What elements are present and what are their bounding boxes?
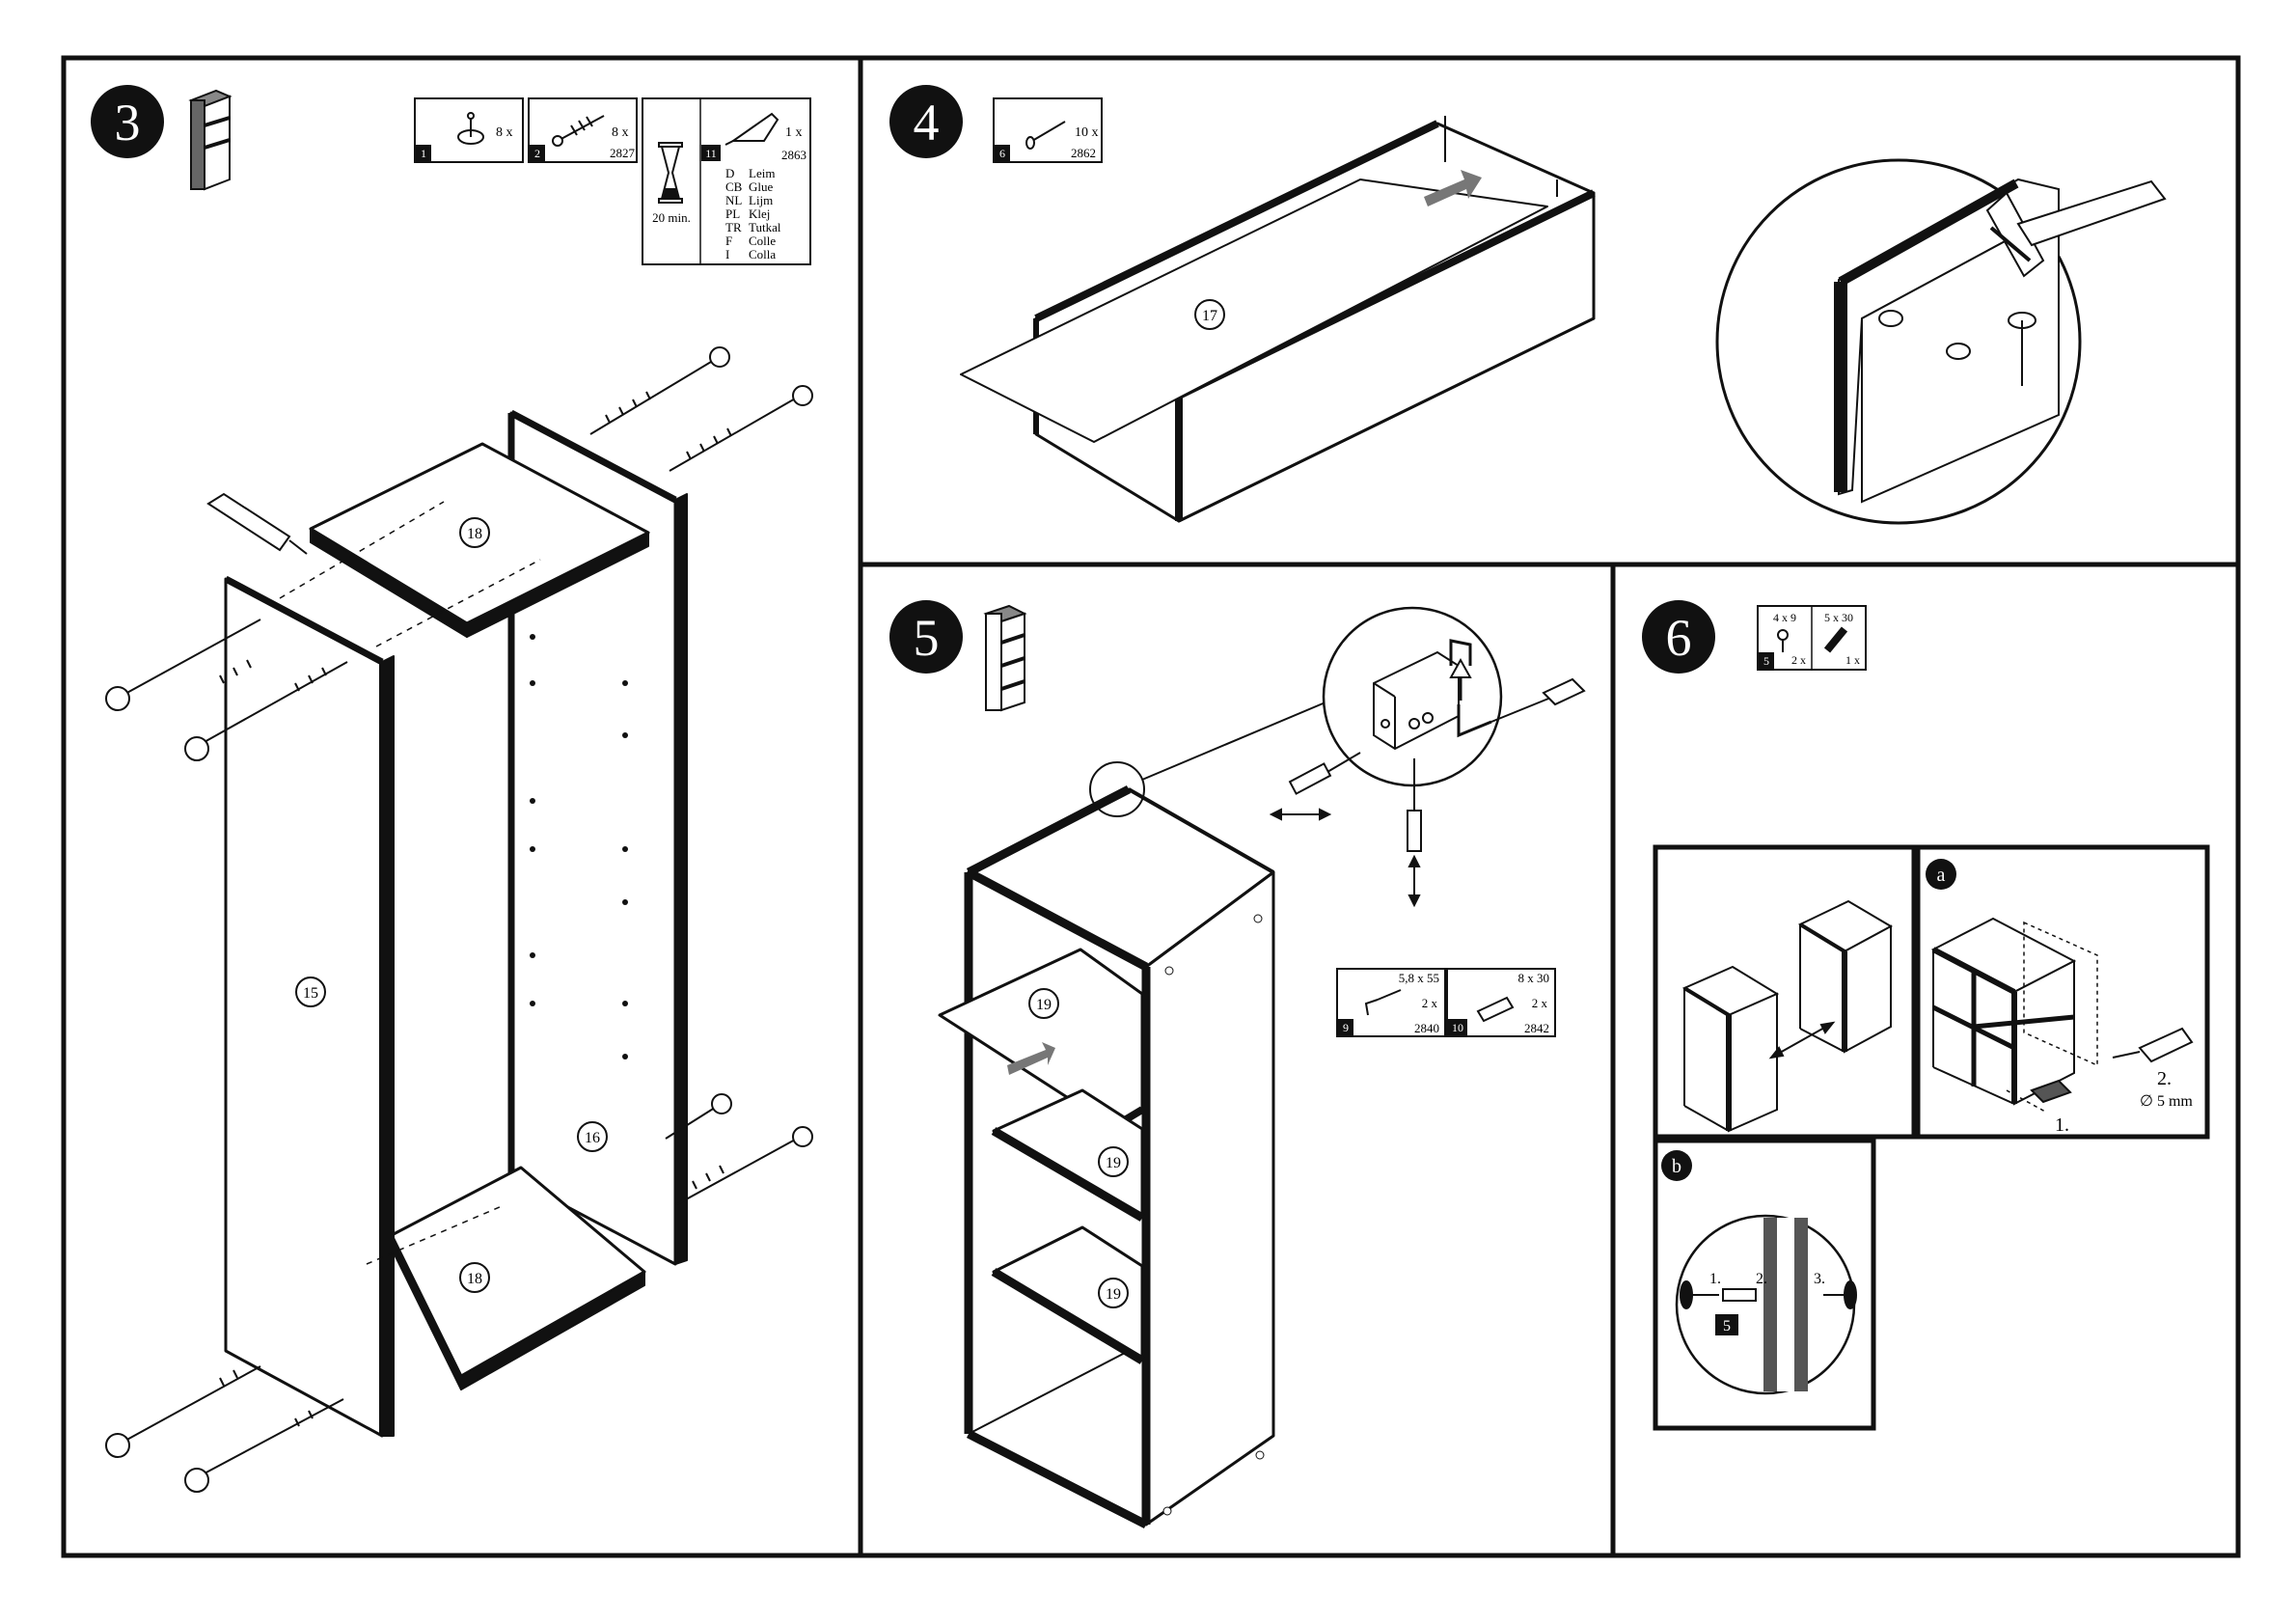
hanger-detail-circle <box>1324 608 1584 785</box>
nail-detail-circle <box>1717 160 2165 523</box>
part-qty: 8 x <box>496 125 513 140</box>
cam-bolt-icon <box>185 1399 343 1492</box>
wall-plug-icon <box>1544 679 1584 704</box>
detail-b-step1: 1. <box>1709 1271 1721 1287</box>
glue-tube-icon <box>208 494 307 554</box>
detail-a-drill-size: ∅ 5 mm <box>2140 1093 2193 1110</box>
shelf-icon <box>191 91 230 189</box>
part-code: 2840 <box>1414 1021 1439 1035</box>
part-size: 8 x 30 <box>1518 971 1550 985</box>
step-5-panel: 5 <box>889 600 1584 1525</box>
part-number-top: 18 <box>467 526 482 542</box>
part-id: 5 <box>1763 654 1769 668</box>
svg-text:Glue: Glue <box>749 179 774 194</box>
part-box-9: 9 5,8 x 55 2 x 2840 <box>1337 969 1445 1036</box>
part-code: 2862 <box>1071 146 1096 160</box>
part-qty: 1 x <box>1845 653 1860 667</box>
svg-text:D: D <box>725 166 734 180</box>
adjust-arrow-icon <box>1271 810 1419 905</box>
part-number-shelf-mid: 19 <box>1106 1155 1121 1171</box>
part-code: 2863 <box>781 148 806 162</box>
part-id: 1 <box>421 147 426 160</box>
side-panel-15 <box>226 579 382 1436</box>
part-number-side-left: 15 <box>303 985 318 1002</box>
part-id: 2 <box>534 147 540 160</box>
detail-b-step2: 2. <box>1756 1271 1767 1287</box>
part-id: 11 <box>705 147 717 160</box>
part-box-1: 1 8 x <box>415 98 523 162</box>
part-number-back-panel: 17 <box>1202 308 1217 324</box>
step-number: 5 <box>914 609 940 667</box>
part-number-shelf-low: 19 <box>1106 1286 1121 1303</box>
svg-text:Klej: Klej <box>749 206 770 221</box>
part-qty: 2 x <box>1422 996 1438 1010</box>
part-size: 5 x 30 <box>1824 611 1853 624</box>
part-number-shelf-top: 19 <box>1036 997 1052 1013</box>
part-qty: 1 x <box>785 125 803 140</box>
detail-a-step2: 2. <box>2157 1068 2172 1089</box>
part-code: 2842 <box>1524 1021 1549 1035</box>
step-4-panel: 4 6 10 x 2862 17 <box>889 85 2165 523</box>
svg-text:PL: PL <box>725 206 740 221</box>
svg-text:Colla: Colla <box>749 247 776 261</box>
svg-text:Colle: Colle <box>749 234 776 248</box>
detail-b-part: 5 <box>1723 1318 1731 1334</box>
cam-bolt-icon <box>106 1366 260 1457</box>
part-size: 5,8 x 55 <box>1399 971 1439 985</box>
step-number: 3 <box>115 94 141 151</box>
part-box-10: 10 8 x 30 2 x 2842 <box>1447 969 1555 1036</box>
cabinet-lying <box>961 116 1594 521</box>
part-box-6: 6 10 x 2862 <box>994 98 1102 162</box>
part-number-side-right: 16 <box>585 1130 600 1146</box>
cam-bolt-icon <box>677 1127 812 1204</box>
svg-text:Leim: Leim <box>749 166 775 180</box>
svg-text:TR: TR <box>725 220 742 234</box>
part-id: 10 <box>1452 1021 1463 1034</box>
glue-box: 11 1 x 2863 20 min. D Leim CB Glue NL Li… <box>642 98 810 264</box>
svg-text:Tutkal: Tutkal <box>749 220 781 234</box>
part-qty: 2 x <box>1791 653 1806 667</box>
svg-text:I: I <box>725 247 729 261</box>
step-number: 6 <box>1666 609 1692 667</box>
step-3-panel: 3 1 8 x 2 8 x 2827 <box>91 85 812 1492</box>
step-6-panel: 6 5 4 x 9 2 x 5 x 30 1 x <box>1642 600 2207 1428</box>
part-box-2: 2 8 x 2827 <box>529 98 637 162</box>
part-qty: 8 x <box>612 125 629 140</box>
detail-b-step3: 3. <box>1814 1271 1825 1287</box>
step-number: 4 <box>914 94 940 151</box>
part-qty: 10 x <box>1075 125 1099 140</box>
detail-b-label: b <box>1672 1156 1681 1177</box>
cam-bolt-icon <box>590 347 729 434</box>
carcass-exploded <box>226 413 687 1436</box>
detail-a-label: a <box>1937 865 1946 886</box>
part-number-bottom: 18 <box>467 1271 482 1287</box>
svg-text:CB: CB <box>725 179 743 194</box>
glue-time: 20 min. <box>652 210 691 225</box>
svg-text:Lijm: Lijm <box>749 193 773 207</box>
detail-a-step1: 1. <box>2055 1114 2069 1136</box>
part-code: 2827 <box>610 146 636 160</box>
shelf-icon <box>986 606 1025 710</box>
part-id: 6 <box>999 147 1005 160</box>
svg-text:NL: NL <box>725 193 742 207</box>
part-size: 4 x 9 <box>1773 611 1796 624</box>
part-qty: 2 x <box>1532 996 1548 1010</box>
part-id: 9 <box>1343 1021 1349 1034</box>
detail-frame-cubes <box>1655 847 1914 1137</box>
svg-text:F: F <box>725 234 732 248</box>
part-box-step6: 5 4 x 9 2 x 5 x 30 1 x <box>1758 606 1866 670</box>
